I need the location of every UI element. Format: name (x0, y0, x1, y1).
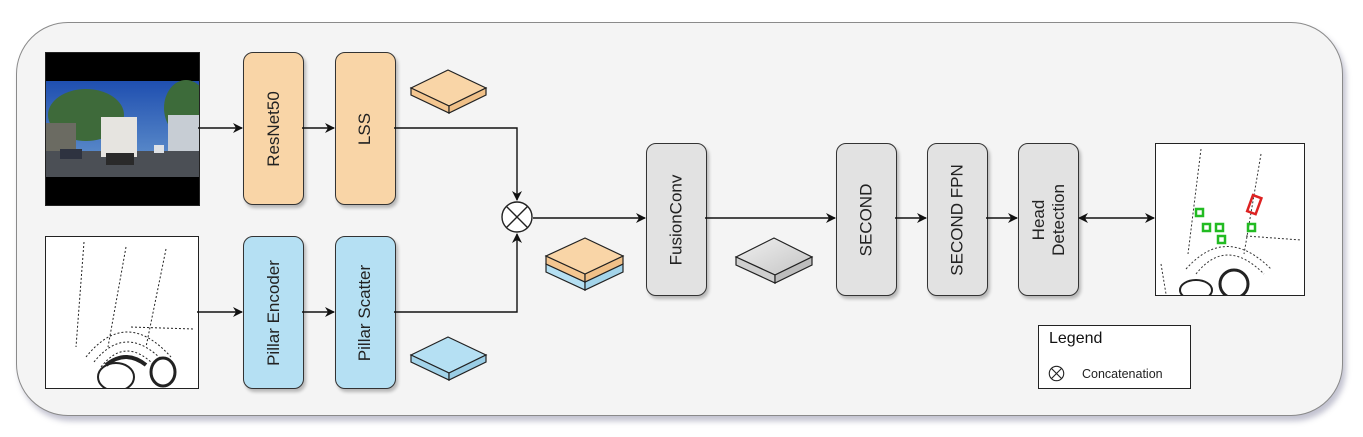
fusionconv-block: FusionConv (646, 143, 707, 296)
second-fpn-block: SECOND FPN (927, 143, 988, 296)
detection-bev-result-icon (1160, 148, 1302, 295)
resnet50-block: ResNet50 (243, 52, 304, 205)
concatenation-symbol-icon (1048, 365, 1065, 382)
pillar-encoder-block: Pillar Encoder (243, 236, 304, 389)
arrow-scatter-to-concat (394, 233, 522, 313)
lidar-bev-scan-icon (75, 241, 195, 388)
legend-box: Legend Concatenation (1038, 325, 1191, 389)
fused-bev-feature-map (544, 237, 625, 291)
second-block: SECOND (836, 143, 897, 296)
street-scene-photo-icon (46, 80, 199, 177)
concatenation-node (501, 201, 533, 233)
camera-input-image (45, 52, 200, 206)
detection-output-image (1155, 143, 1305, 296)
camera-bev-feature-map (409, 69, 488, 114)
legend-item-concatenation: Concatenation (1082, 367, 1163, 381)
arrow-lss-to-concat (394, 127, 522, 201)
lidar-input-image (45, 236, 199, 389)
legend-title: Legend (1049, 330, 1103, 347)
fused-output-feature-map (734, 237, 814, 284)
pillar-scatter-block: Pillar Scatter (335, 236, 396, 389)
head-detection-block: Head Detection (1018, 143, 1079, 296)
lidar-bev-feature-map (409, 336, 488, 381)
